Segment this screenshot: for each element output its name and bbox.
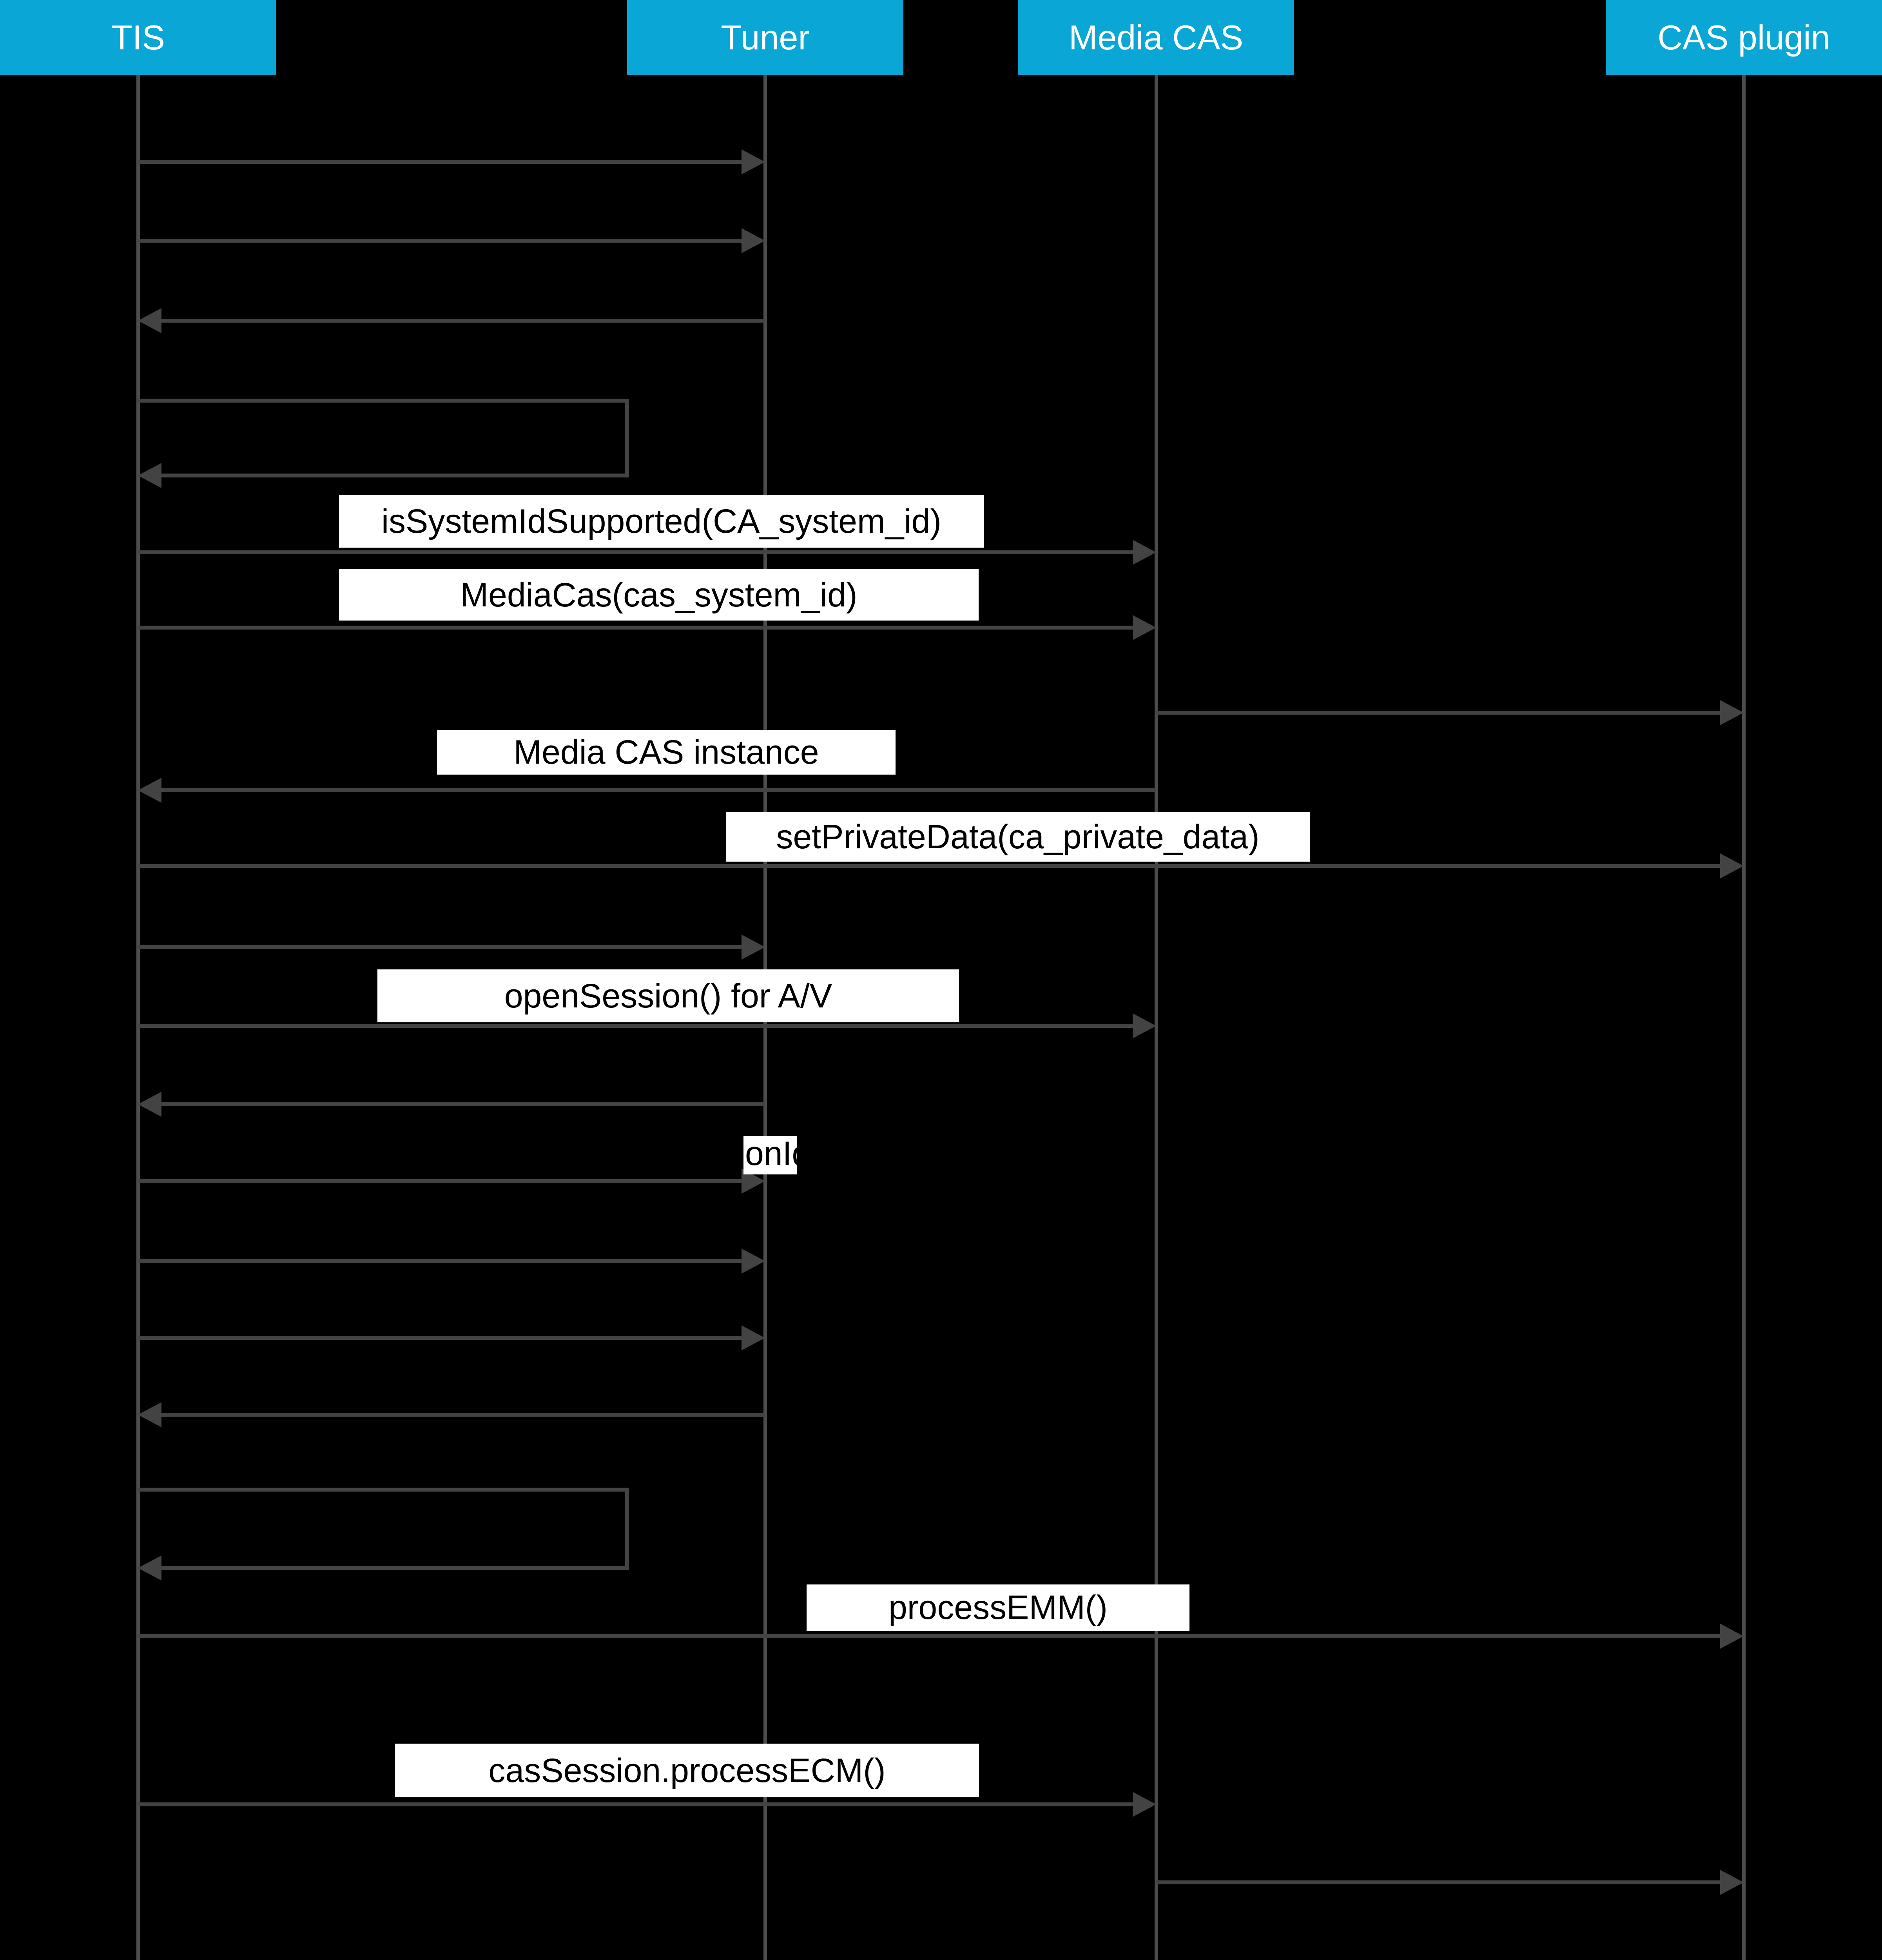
lifeline-mediacas — [1155, 73, 1158, 1960]
message-arrow — [159, 788, 1156, 792]
self-message-side — [625, 399, 629, 477]
message-arrow — [138, 1802, 1135, 1806]
message-label: Media CAS instance — [437, 730, 896, 775]
message-arrow-arrowhead — [1133, 1013, 1156, 1038]
self-message-arrowhead — [138, 1555, 161, 1581]
message-label: MediaCas(cas_system_id) — [339, 569, 979, 621]
message-arrow-arrowhead — [1720, 1624, 1744, 1649]
message-arrow — [138, 550, 1135, 554]
self-message-bottom — [159, 474, 629, 477]
message-label: setPrivateData(ca_private_data) — [726, 812, 1310, 862]
message-arrow — [138, 1024, 1135, 1028]
self-message-top — [138, 1488, 629, 1492]
message-label: openSession() for A/V — [377, 969, 959, 1022]
message-label: processEMM() — [807, 1584, 1189, 1631]
message-arrow-arrowhead — [1133, 1792, 1156, 1817]
message-arrow — [138, 626, 1135, 630]
message-arrow-arrowhead — [138, 308, 161, 333]
self-message-side — [625, 1488, 629, 1570]
participant-top-cas-plugin: CAS plugin — [1606, 0, 1882, 75]
message-arrow-arrowhead — [1133, 540, 1156, 565]
message-arrow — [138, 864, 1722, 868]
message-arrow — [159, 1102, 765, 1106]
self-message-bottom — [159, 1566, 629, 1570]
self-message-arrowhead — [138, 463, 161, 488]
self-message-top — [138, 399, 629, 403]
message-arrow — [159, 319, 765, 323]
message-label: casSession.processECM() — [395, 1744, 979, 1797]
participant-top-tuner: Tuner — [627, 0, 903, 75]
message-arrow — [138, 1179, 744, 1183]
message-arrow-arrowhead — [742, 935, 765, 960]
message-arrow-arrowhead — [742, 149, 765, 174]
message-arrow-arrowhead — [138, 1402, 161, 1427]
message-label: onId — [743, 1136, 797, 1174]
message-arrow-arrowhead — [742, 1325, 765, 1350]
message-arrow — [138, 239, 744, 243]
participant-top-tis: TIS — [0, 0, 276, 75]
message-arrow — [1156, 1880, 1722, 1884]
message-arrow — [1156, 711, 1722, 715]
message-arrow — [138, 1336, 744, 1340]
message-arrow — [138, 945, 744, 949]
message-arrow-arrowhead — [1720, 853, 1744, 878]
message-arrow-arrowhead — [1720, 700, 1744, 725]
message-arrow-arrowhead — [742, 1249, 765, 1274]
message-arrow-arrowhead — [1133, 615, 1156, 640]
message-arrow-arrowhead — [138, 778, 161, 803]
message-arrow — [138, 160, 744, 164]
lifeline-tis — [136, 73, 140, 1960]
message-arrow-arrowhead — [742, 228, 765, 253]
message-arrow-arrowhead — [138, 1092, 161, 1117]
message-label: isSystemIdSupported(CA_system_id) — [339, 495, 984, 548]
message-arrow — [159, 1413, 765, 1417]
message-arrow-arrowhead — [1720, 1870, 1744, 1895]
message-arrow — [138, 1634, 1722, 1638]
participant-top-media-cas: Media CAS — [1018, 0, 1294, 75]
lifeline-casplugin — [1742, 73, 1746, 1960]
message-arrow — [138, 1259, 744, 1263]
